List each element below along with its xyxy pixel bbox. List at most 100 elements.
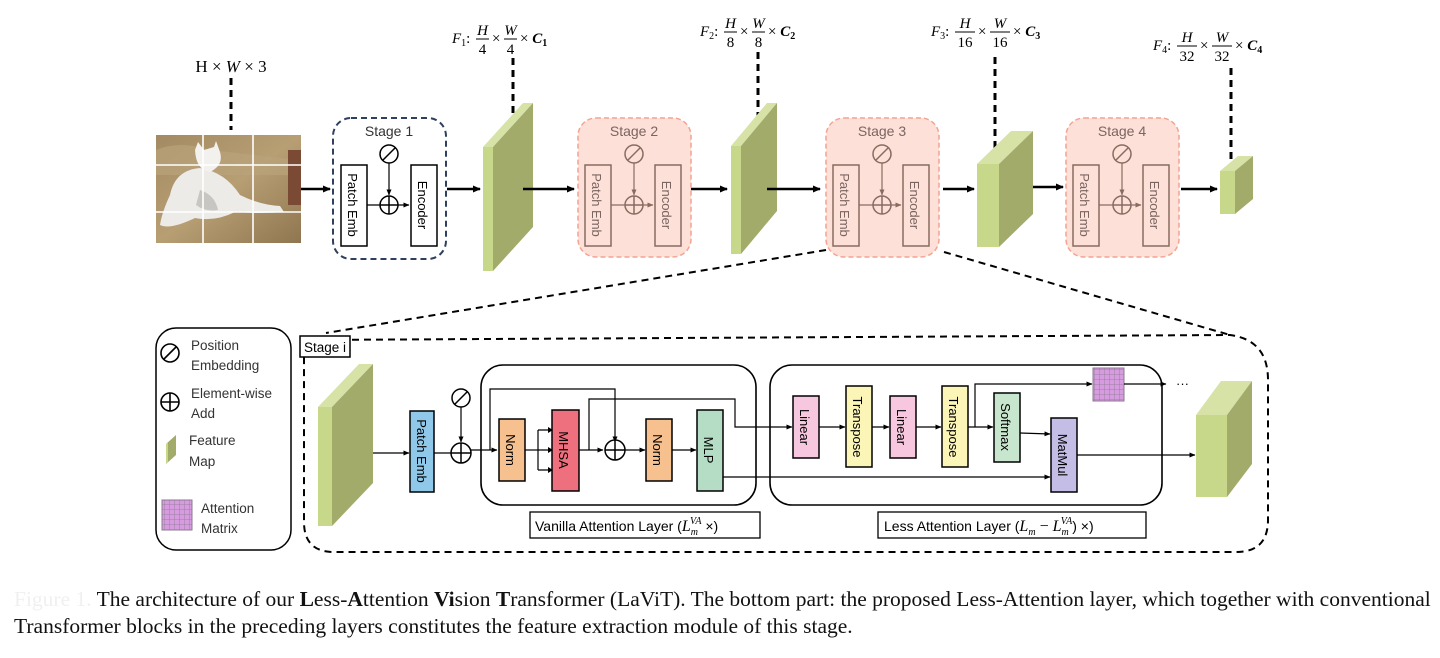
stage-i-patch-emb-text: Patch Emb: [414, 419, 429, 483]
mhsa-block: [551, 409, 580, 492]
stage-i-position-embedding-icon: [451, 388, 471, 408]
channel-label: × C4: [1235, 38, 1262, 56]
stage-3: Stage 3 Patch Emb Encoder: [825, 117, 940, 258]
feature-map-top-face: [731, 103, 777, 146]
attention-matrix-output: [1092, 367, 1125, 402]
fraction-numerator: H: [724, 16, 737, 32]
stage-1-patch-emb-text: Patch Emb: [345, 173, 360, 237]
feature-name: F2:: [699, 24, 718, 42]
fraction-denominator: 8: [727, 35, 735, 51]
legend-feature-label-2: Map: [189, 454, 215, 469]
legend-position-label-1: Position: [191, 338, 239, 353]
stage-i-input-feature-map: [318, 364, 373, 526]
fraction-denominator: 4: [507, 42, 515, 58]
channel-label: × C2: [768, 24, 795, 42]
vanilla-attention-caption-box: [529, 511, 761, 539]
feature-map-front-face: [731, 146, 741, 254]
figure-label: Figure 1.: [14, 587, 92, 611]
legend-add-label-1: Element-wise: [191, 386, 272, 401]
channel-label: × C3: [1013, 24, 1040, 42]
fraction-numerator: H: [959, 16, 972, 32]
fraction-numerator: W: [752, 16, 766, 32]
svg-text:MatMul: MatMul: [1055, 434, 1070, 477]
stage-1-add-icon: [379, 195, 399, 215]
caption-text: ess-: [313, 587, 348, 611]
legend-attn-label-2: Matrix: [201, 521, 238, 536]
transpose-block-2: [941, 385, 969, 468]
stage-1-patch-emb-block: [340, 164, 368, 247]
continuation-ellipsis: ···: [1176, 376, 1189, 391]
stage-i-label: Stage i: [304, 340, 346, 355]
feature-name: F4:: [1152, 38, 1171, 56]
legend-add-label-2: Add: [191, 406, 215, 421]
stage-3-label: Stage 3: [858, 123, 906, 139]
matmul-block: [1050, 417, 1078, 493]
stage-1-encoder-block: [410, 164, 438, 247]
encoder-text: Encoder: [1147, 181, 1162, 230]
feature-map-f1: [483, 103, 533, 271]
fraction-denominator: 32: [1180, 49, 1195, 65]
fraction-numerator: H: [1181, 30, 1194, 46]
patch-emb-text: Patch Emb: [1077, 173, 1092, 237]
stage-i-add-icon-1: [450, 442, 472, 464]
stage-i-dashed-border: [303, 333, 1269, 553]
fraction-numerator: W: [994, 16, 1008, 32]
less-attention-caption: Less Attention Layer (Lm − LmVA) ×): [884, 516, 1094, 538]
legend-feature-label-1: Feature: [189, 433, 236, 448]
attention-matrix-icon: [161, 499, 193, 531]
stage-1-label: Stage 1: [365, 123, 413, 139]
feature-map-icon: [166, 435, 176, 464]
vanilla-attention-caption: Vanilla Attention Layer (LmVA ×): [535, 516, 718, 538]
feature-map-f2: [731, 103, 777, 254]
svg-text:Transpose: Transpose: [850, 397, 865, 458]
fraction-denominator: 32: [1215, 49, 1230, 65]
element-wise-add-icon: [160, 392, 180, 412]
feature-map-top-face: [1220, 156, 1253, 171]
stage-2-label: Stage 2: [610, 123, 658, 139]
legend: Position Embedding Element-wise Add Feat…: [155, 327, 292, 551]
svg-text:MHSA: MHSA: [556, 431, 571, 469]
legend-position-label-2: Embedding: [191, 358, 259, 373]
feature-map-f3-label: F3:H16×W16× C3: [930, 16, 1040, 51]
encoder-text: Encoder: [907, 181, 922, 230]
feature-map-f4-label: F4:H32×W32× C4: [1152, 30, 1262, 65]
caption-text: ttention: [362, 587, 434, 611]
encoder-block: [902, 164, 930, 247]
caption-text: Vi: [433, 587, 455, 611]
times-sign: ×: [492, 31, 500, 47]
figure-caption: Figure 1. The architecture of our Less-A…: [14, 586, 1434, 640]
position-embedding-icon: [160, 343, 180, 363]
svg-text:Norm: Norm: [503, 434, 518, 466]
encoder-text: Encoder: [659, 181, 674, 230]
encoder-block: [1142, 164, 1170, 247]
feature-map-front-face: [1220, 171, 1235, 214]
legend-box: [155, 327, 292, 551]
svg-text:MLP: MLP: [701, 437, 716, 464]
fraction-numerator: W: [504, 23, 518, 39]
feature-map-front-face: [977, 164, 999, 247]
stage-i-label-box: [299, 335, 351, 358]
architecture-diagram: H × W × 3 Stage 1 Patch Emb Encoder: [155, 16, 1269, 553]
times-sign: ×: [740, 24, 748, 40]
patch-emb-text: Patch Emb: [837, 173, 852, 237]
linear-block-1: [792, 395, 820, 459]
stage-1-position-embedding-icon: [379, 144, 399, 164]
input-dim-label: H × W × 3: [195, 57, 266, 76]
input-image: [156, 135, 301, 243]
caption-text: sion: [454, 587, 496, 611]
fraction-denominator: 16: [993, 35, 1009, 51]
stage-i-patch-emb-block: [409, 410, 435, 493]
vanilla-attention-container: [480, 364, 757, 506]
stage-i-detail: Stage i Patch Emb Norm: [299, 333, 1269, 553]
feature-map-side-face: [1235, 156, 1253, 214]
less-attention-container: [769, 364, 1163, 506]
times-sign: ×: [1200, 38, 1208, 54]
norm-block-1: [498, 418, 526, 482]
feature-name: F1:: [451, 31, 470, 49]
feature-map-top-face: [977, 131, 1033, 164]
channel-label: × C1: [520, 31, 547, 49]
svg-text:Linear: Linear: [797, 409, 812, 446]
fraction-denominator: 16: [958, 35, 974, 51]
